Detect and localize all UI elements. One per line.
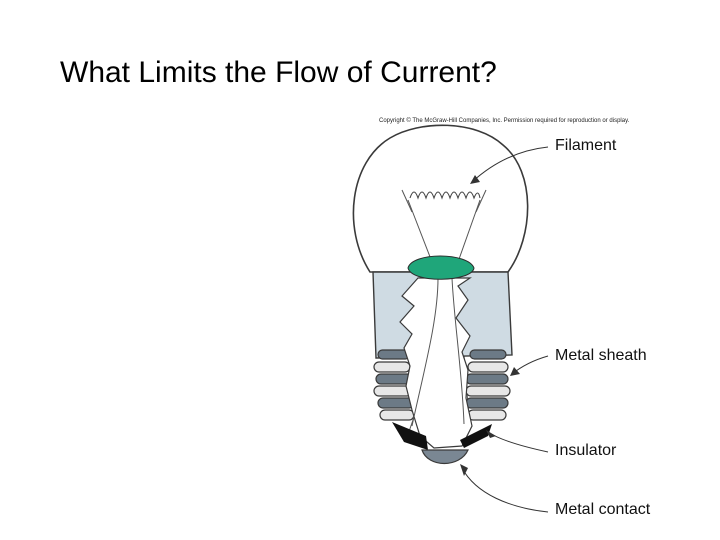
copyright-notice: Copyright © The McGraw-Hill Companies, I… [379,118,630,124]
screw-threads [373,349,511,421]
slide-title: What Limits the Flow of Current? [60,56,497,89]
glass-bulb [352,124,529,273]
filament-label: Filament [555,137,617,154]
filament-coil [409,191,481,200]
cutaway-interior [399,277,473,449]
metal-sheath-label: Metal sheath [555,347,647,364]
insulator-ring [392,422,492,450]
insulator-label: Insulator [555,442,617,459]
metal-contact [421,449,469,464]
central-wires [411,277,465,427]
metal-contact-label: Metal contact [555,501,651,518]
support-bead [407,255,475,280]
callout-arrowheads [460,175,520,476]
